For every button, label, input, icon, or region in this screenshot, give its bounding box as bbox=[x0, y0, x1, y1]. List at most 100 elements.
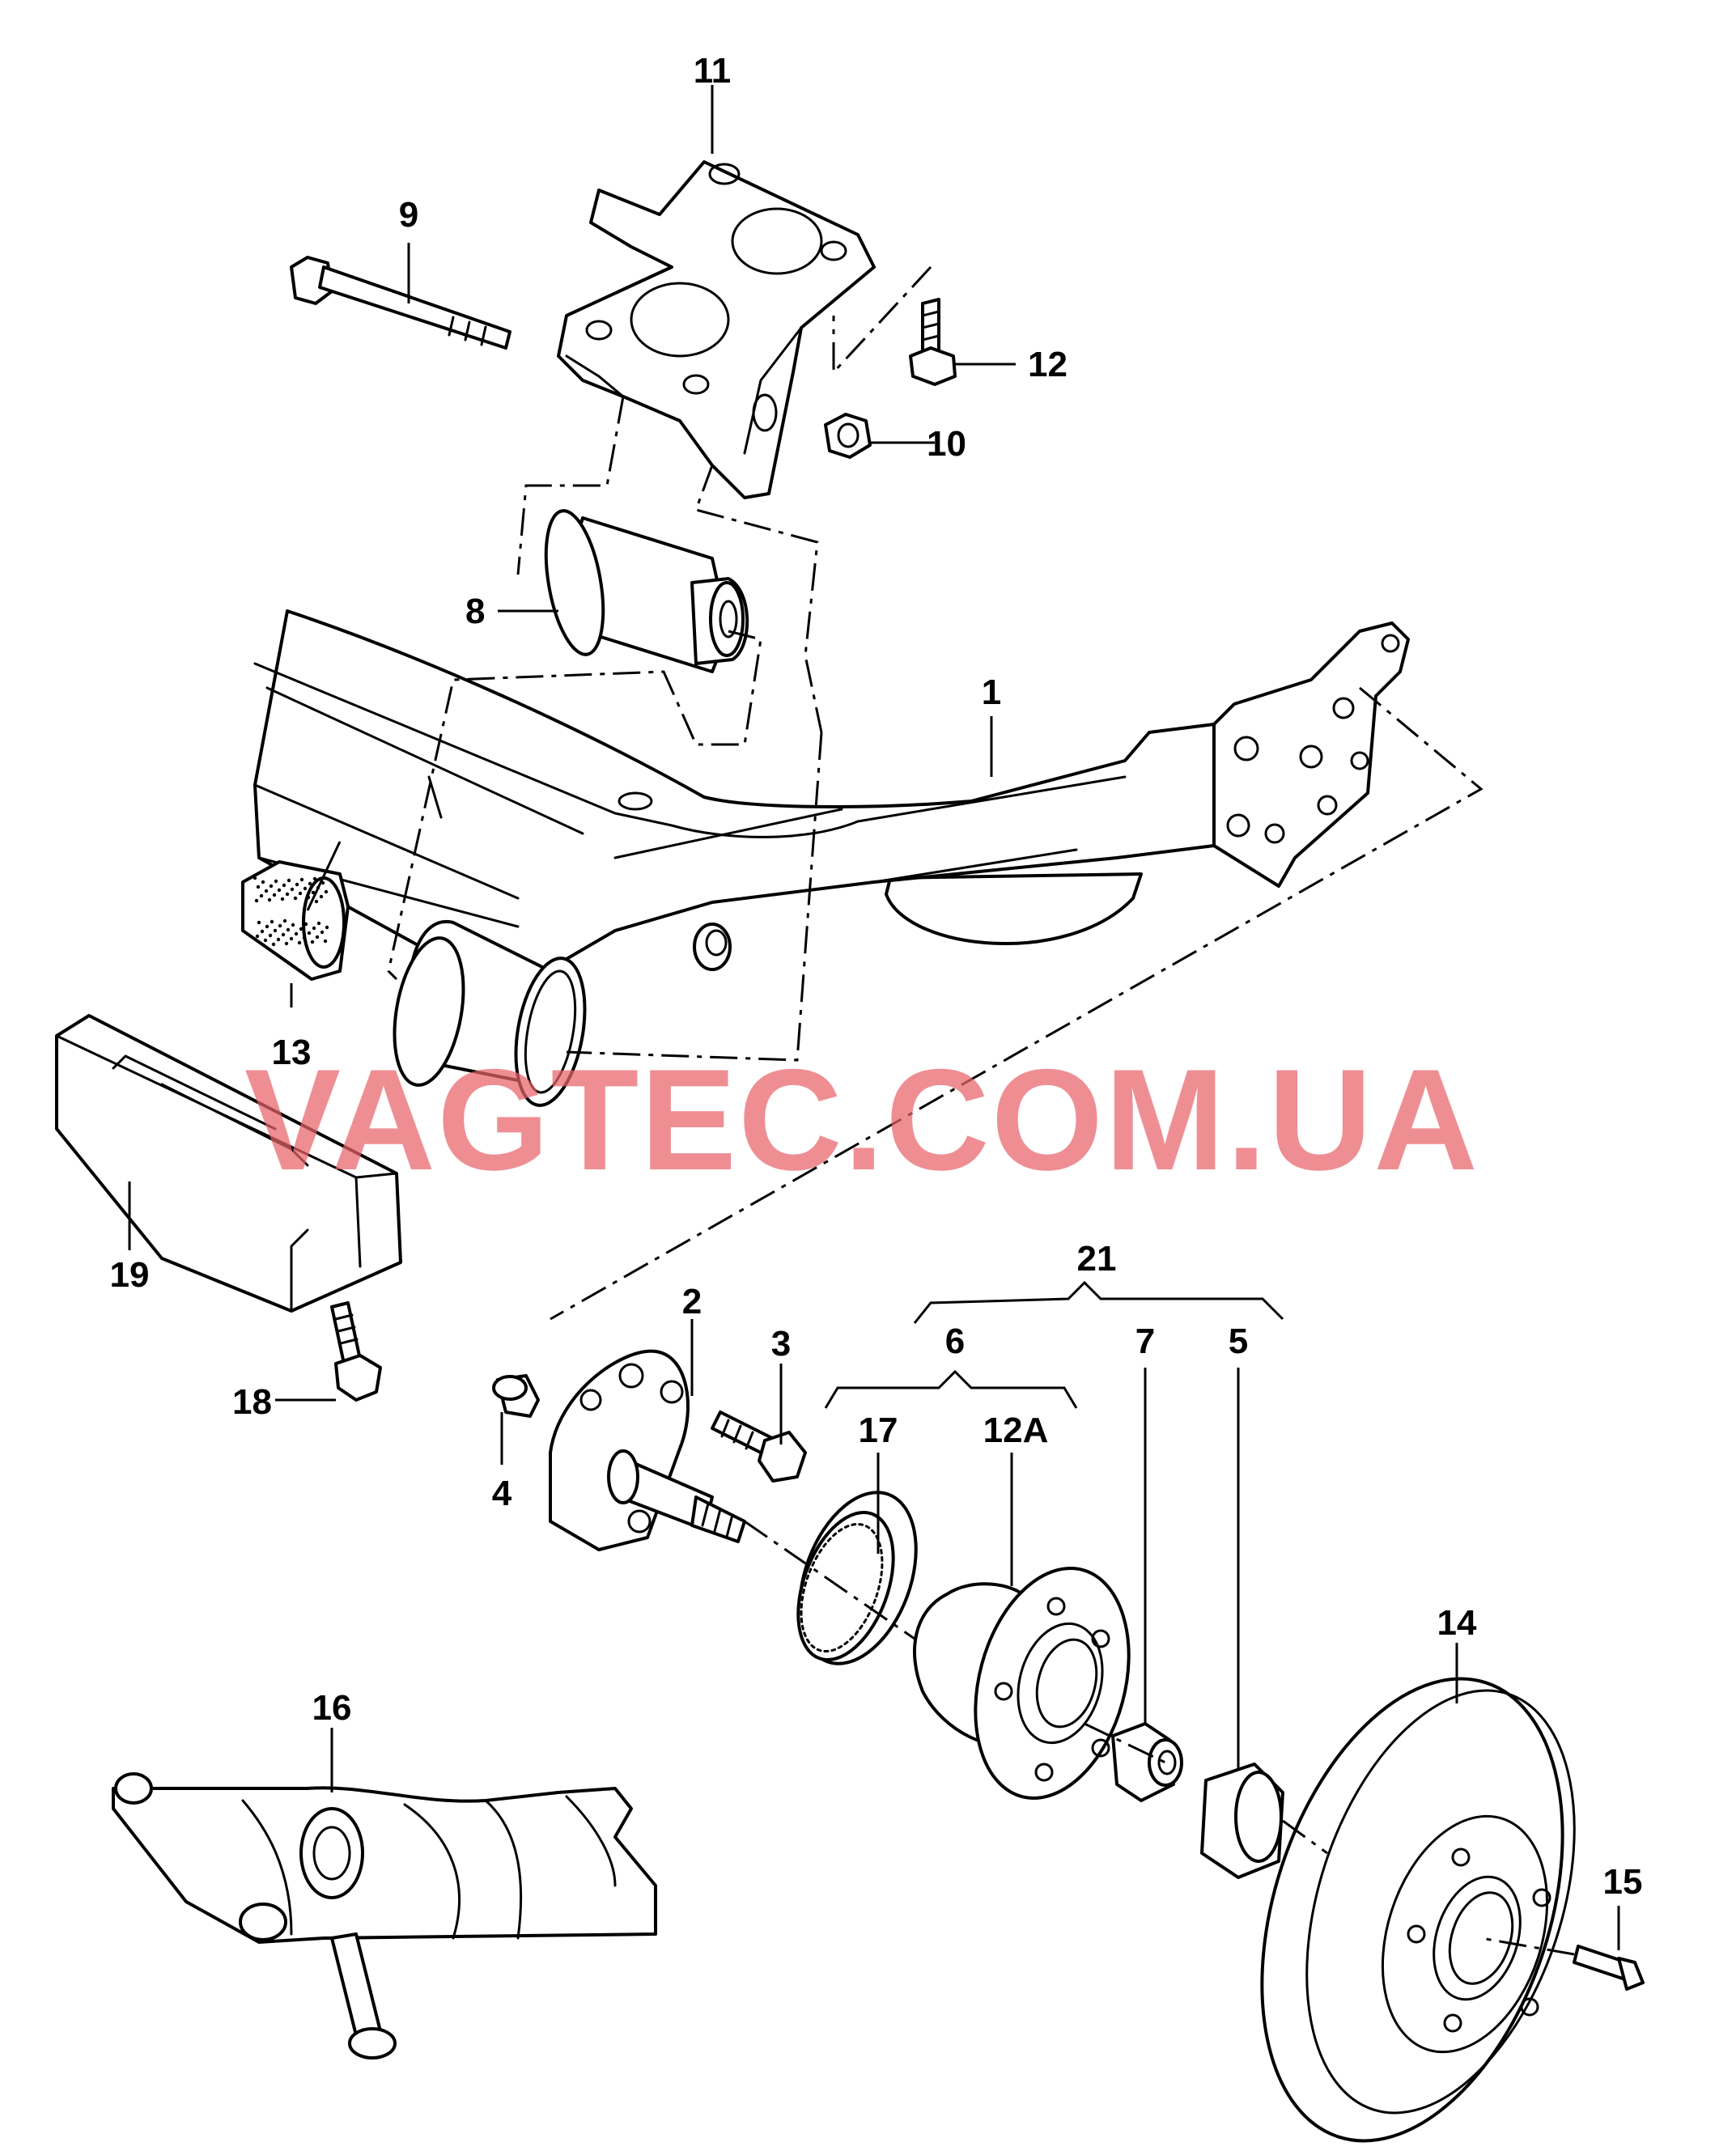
part-13-pad bbox=[241, 860, 350, 981]
pad-texture-dot bbox=[253, 876, 257, 880]
pad-texture-dot bbox=[255, 934, 260, 939]
pad-texture-dot bbox=[271, 942, 276, 947]
pad-texture-dot bbox=[290, 887, 295, 892]
callout-12: 12 bbox=[1028, 345, 1067, 384]
callout-15: 15 bbox=[1603, 1862, 1643, 1902]
callout-16: 16 bbox=[312, 1688, 352, 1728]
pad-texture-dot bbox=[306, 895, 311, 900]
callout-21: 21 bbox=[1077, 1239, 1117, 1279]
part-1-axle-beam bbox=[253, 609, 1410, 1107]
pad-texture-dot bbox=[299, 877, 304, 882]
callout-1: 1 bbox=[982, 672, 1001, 712]
watermark: VAGTEC.COM.UA bbox=[244, 1039, 1479, 1200]
part-18-screw bbox=[330, 1301, 382, 1402]
part-5-cap bbox=[1200, 1763, 1284, 1879]
part-14-brake-disc bbox=[1260, 1677, 1576, 2143]
pad-texture-dot bbox=[320, 930, 325, 935]
pad-texture-dot bbox=[264, 889, 269, 893]
pad-texture-dot bbox=[256, 884, 261, 889]
part-12-bolt bbox=[909, 298, 957, 386]
pad-texture-dot bbox=[289, 936, 294, 941]
callout-8: 8 bbox=[465, 592, 485, 631]
pad-texture-dot bbox=[302, 935, 307, 940]
pad-texture-dot bbox=[310, 940, 315, 944]
pad-texture-dot bbox=[324, 889, 329, 894]
part-17-abs-ring bbox=[796, 1491, 918, 1665]
pad-texture-dot bbox=[315, 935, 320, 940]
pad-texture-dot bbox=[278, 923, 282, 928]
pad-texture-dot bbox=[287, 878, 291, 883]
pad-texture-dot bbox=[303, 886, 308, 891]
pad-texture-dot bbox=[265, 924, 270, 929]
pad-texture-dot bbox=[291, 923, 295, 927]
callout-7: 7 bbox=[1135, 1321, 1155, 1361]
pad-texture-dot bbox=[308, 881, 312, 886]
pad-texture-dot bbox=[285, 892, 290, 897]
leader-lines bbox=[128, 85, 1620, 1950]
pad-texture-dot bbox=[281, 932, 286, 937]
callout-3: 3 bbox=[771, 1324, 791, 1364]
callout-2: 2 bbox=[682, 1282, 702, 1321]
part-9-bolt bbox=[290, 256, 511, 350]
callout-19: 19 bbox=[110, 1255, 150, 1295]
pad-texture-dot bbox=[311, 890, 316, 895]
part-3-bolt bbox=[711, 1411, 807, 1483]
pad-texture-dot bbox=[316, 921, 321, 926]
pad-texture-dot bbox=[272, 893, 277, 897]
part-10-nut bbox=[824, 413, 872, 459]
pad-texture-dot bbox=[319, 894, 324, 899]
callout-10: 10 bbox=[927, 424, 966, 464]
pad-texture-dot bbox=[284, 941, 289, 946]
part-12a-hub bbox=[913, 1567, 1131, 1800]
pad-texture-dot bbox=[312, 926, 316, 931]
part-15-screw bbox=[1573, 1945, 1645, 1991]
callout-9: 9 bbox=[399, 195, 418, 235]
pad-texture-dot bbox=[323, 939, 328, 944]
pad-texture-dot bbox=[259, 893, 264, 898]
pad-texture-dot bbox=[314, 899, 319, 904]
pad-texture-dot bbox=[268, 933, 273, 938]
part-2-stub-axle bbox=[549, 1349, 746, 1551]
pad-texture-dot bbox=[269, 884, 274, 889]
callout-labels: 11 9 12 10 8 1 13 19 18 4 2 3 21 6 7 5 1… bbox=[110, 51, 1643, 1902]
pad-texture-dot bbox=[307, 931, 312, 935]
part-8-bush bbox=[544, 509, 749, 673]
part-11-bracket bbox=[557, 160, 876, 499]
pad-texture-dot bbox=[254, 898, 259, 903]
part-16-shield bbox=[112, 1772, 657, 2060]
pad-texture-dot bbox=[286, 927, 291, 932]
pad-texture-dot bbox=[282, 918, 287, 923]
pad-texture-dot bbox=[274, 879, 278, 884]
part-7-hub-nut bbox=[1111, 1722, 1183, 1802]
pad-texture-dot bbox=[325, 925, 329, 930]
callout-17: 17 bbox=[859, 1411, 898, 1450]
pad-texture-dot bbox=[257, 920, 261, 925]
pad-texture-dot bbox=[293, 896, 298, 901]
part-19-block bbox=[55, 1014, 402, 1313]
part-4-small-bush bbox=[492, 1374, 540, 1418]
pad-texture-dot bbox=[303, 922, 308, 927]
pad-texture-dot bbox=[295, 882, 299, 887]
callout-6: 6 bbox=[945, 1321, 965, 1361]
pad-texture-dot bbox=[276, 937, 281, 942]
pad-texture-dot bbox=[282, 883, 287, 888]
pad-texture-dot bbox=[260, 929, 265, 934]
pad-texture-dot bbox=[261, 880, 265, 884]
pad-texture-dot bbox=[267, 897, 272, 902]
callout-12a: 12A bbox=[983, 1411, 1049, 1450]
pad-texture-dot bbox=[273, 928, 278, 933]
pad-texture-dot bbox=[297, 940, 302, 945]
pad-texture-dot bbox=[299, 927, 303, 931]
callout-14: 14 bbox=[1437, 1603, 1477, 1643]
pad-texture-dot bbox=[263, 938, 268, 943]
pad-texture-dot bbox=[277, 888, 282, 893]
pad-texture-dot bbox=[294, 931, 299, 936]
assembly-lines bbox=[387, 265, 1575, 1956]
callout-5: 5 bbox=[1229, 1321, 1248, 1361]
pad-texture-dot bbox=[298, 891, 303, 896]
pad-texture-dot bbox=[270, 919, 274, 924]
callout-11: 11 bbox=[694, 51, 732, 91]
pad-texture-dot bbox=[312, 876, 317, 881]
callout-13: 13 bbox=[272, 1033, 312, 1072]
